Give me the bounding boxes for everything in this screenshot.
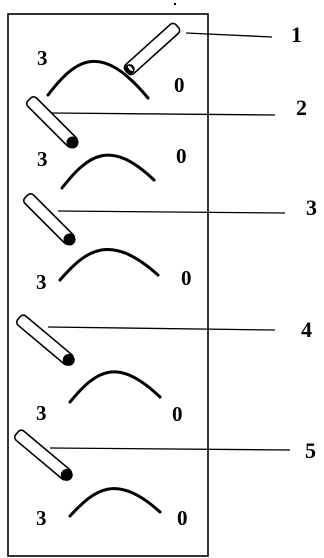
stage-label-4: 4 [301, 317, 312, 342]
right-mark-2: 0 [176, 144, 187, 168]
stage-label-1: 1 [291, 22, 302, 47]
strip-frame [7, 13, 209, 557]
stage-label-3: 3 [306, 195, 317, 220]
right-mark-4: 0 [172, 402, 183, 426]
tube-5 [13, 429, 73, 481]
curve-1 [46, 59, 150, 100]
left-mark-1: 3 [37, 46, 48, 70]
stage-1: 1 3 0 [37, 22, 302, 100]
right-mark-3: 0 [181, 266, 192, 290]
leader-line-3 [57, 210, 286, 214]
left-mark-4: 3 [36, 401, 47, 425]
tube-3 [22, 192, 76, 246]
curve-2 [60, 153, 156, 190]
stage-label-2: 2 [296, 95, 307, 120]
curve-5 [68, 487, 162, 518]
stage-label-5: 5 [305, 438, 316, 463]
left-mark-3: 3 [36, 270, 47, 294]
tube-4 [15, 314, 75, 366]
leader-line-1 [185, 32, 273, 38]
curve-4 [68, 370, 162, 404]
leader-line-5 [49, 447, 291, 451]
curve-3 [58, 247, 160, 282]
right-mark-1: 0 [174, 73, 185, 97]
stage-4: 4 3 0 [15, 314, 312, 426]
leader-line-4 [47, 326, 276, 331]
top-tick-mark [174, 3, 176, 5]
left-mark-5: 3 [36, 506, 47, 530]
tube-2 [25, 95, 79, 149]
right-mark-5: 0 [177, 506, 188, 530]
leader-line-2 [51, 112, 276, 116]
tube-1 [123, 22, 181, 76]
stage-5: 5 3 0 [13, 429, 316, 530]
left-mark-2: 3 [37, 147, 48, 171]
stage-3: 3 3 0 [22, 192, 317, 294]
stage-2: 2 3 0 [25, 95, 307, 190]
